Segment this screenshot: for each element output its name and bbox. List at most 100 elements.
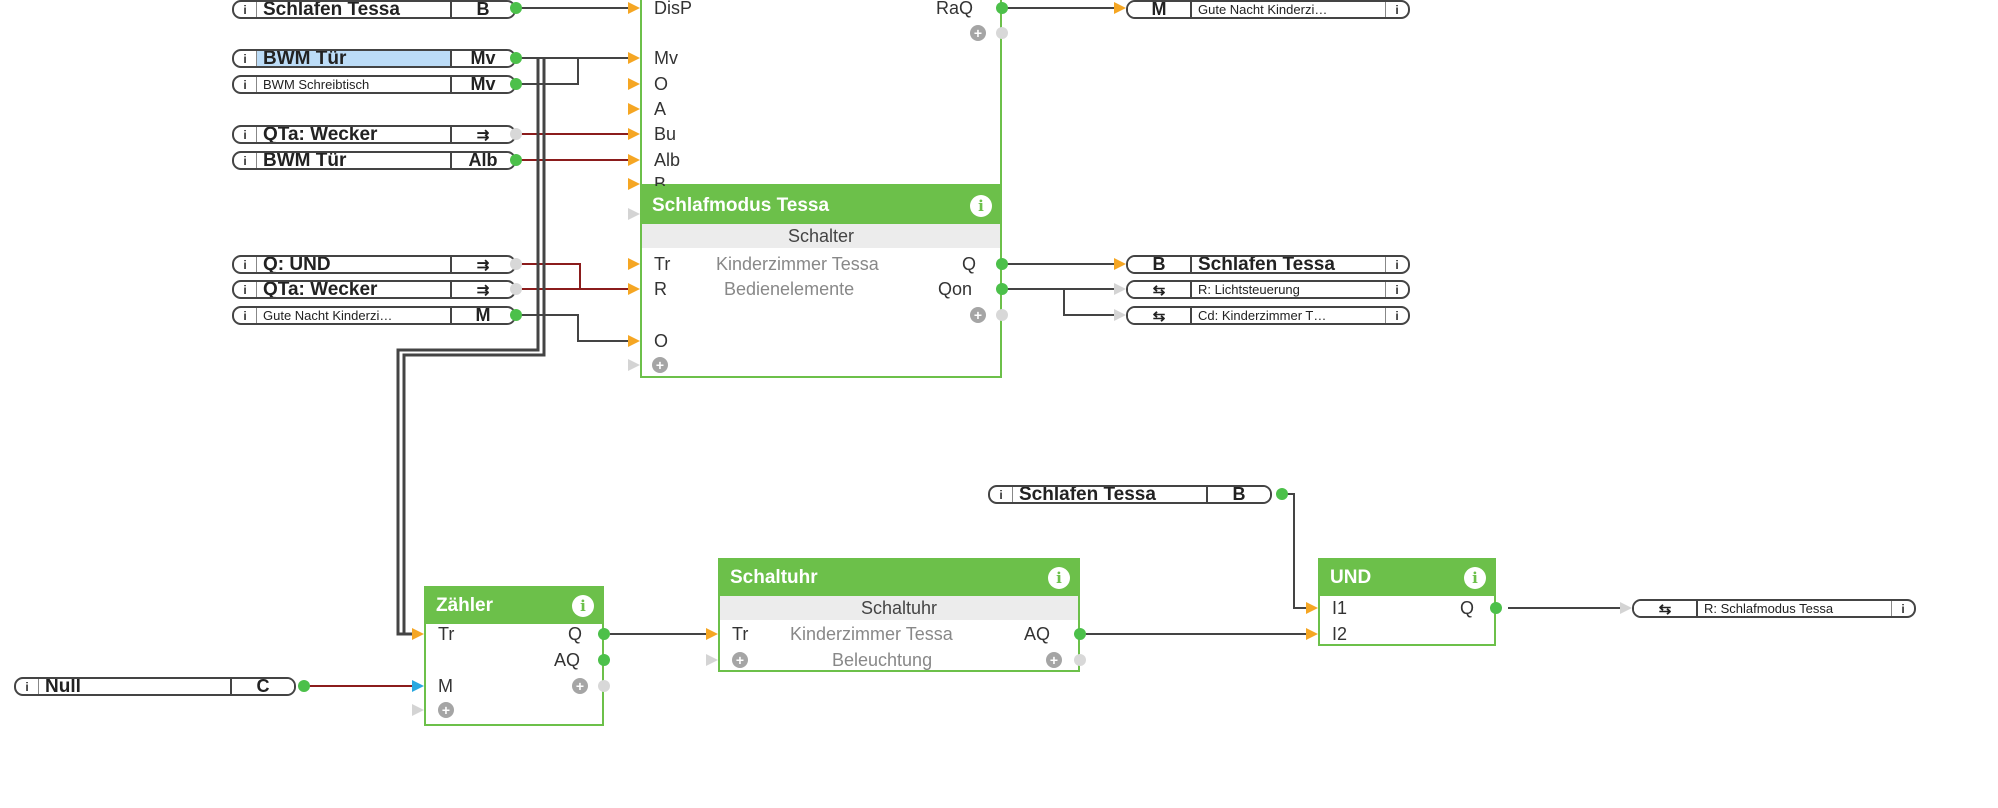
output-pin[interactable]	[510, 309, 522, 321]
block-description: Kinderzimmer Tessa	[716, 254, 879, 274]
schaltuhr-block[interactable]: Schaltuhr i Schaltuhr	[718, 558, 1080, 672]
connector-type: M	[1128, 2, 1192, 17]
block-description: Bedienelemente	[724, 279, 855, 299]
info-icon[interactable]: i	[234, 153, 256, 168]
connector-type: Alb	[450, 153, 514, 168]
block-description: Beleuchtung	[832, 650, 933, 670]
wire	[514, 263, 581, 289]
info-icon[interactable]: i	[1385, 282, 1408, 297]
info-icon[interactable]: i	[234, 77, 256, 92]
add-output-icon[interactable]: +	[970, 25, 986, 41]
output-pin[interactable]	[298, 680, 310, 692]
output-pin[interactable]	[996, 309, 1008, 321]
output-pin[interactable]	[996, 283, 1008, 295]
connector-type: B	[1128, 257, 1192, 272]
connector-label: BWM Tür	[256, 51, 450, 66]
output-pin[interactable]	[598, 680, 610, 692]
block-header[interactable]: Schlafmodus Tessa i	[642, 188, 1000, 224]
output-connector[interactable]: ⇆ Cd: Kinderzimmer T… i	[1126, 306, 1410, 325]
output-pin[interactable]	[510, 2, 522, 14]
info-glyph: i	[243, 77, 247, 92]
output-pin[interactable]	[1074, 628, 1086, 640]
output-pin[interactable]	[1490, 602, 1502, 614]
info-icon[interactable]: i	[1464, 567, 1486, 589]
export-icon: ⇉	[450, 257, 514, 272]
plus-glyph: +	[575, 678, 585, 694]
input-connector[interactable]: i Null C	[14, 677, 296, 696]
output-pin[interactable]	[996, 258, 1008, 270]
output-connector[interactable]: ⇆ R: Schlafmodus Tessa i	[1632, 599, 1916, 618]
add-output-icon[interactable]: +	[572, 678, 588, 694]
pin-label: Bu	[654, 124, 677, 144]
info-icon[interactable]: i	[1385, 2, 1408, 17]
info-icon[interactable]: i	[16, 679, 38, 694]
add-output-icon[interactable]: +	[970, 307, 986, 323]
input-connector[interactable]: i BWM Tür Mv	[232, 49, 516, 68]
output-pin[interactable]	[598, 654, 610, 666]
info-glyph: i	[1395, 308, 1399, 323]
input-connector[interactable]: i Schlafen Tessa B	[232, 0, 516, 19]
top-block[interactable]	[640, 0, 1002, 186]
pin-label: RaQ	[936, 0, 974, 18]
pin-label: DisP	[654, 0, 693, 18]
output-pin[interactable]	[1276, 488, 1288, 500]
add-input-icon[interactable]: +	[438, 702, 454, 718]
input-connector[interactable]: i BWM Tür Alb	[232, 151, 516, 170]
add-input-icon[interactable]: +	[732, 652, 748, 668]
schlafmodus-block[interactable]: Schlafmodus Tessa i Schalter	[640, 186, 1002, 378]
plus-glyph: +	[973, 25, 983, 41]
add-output-icon[interactable]: +	[1046, 652, 1062, 668]
und-block[interactable]: UND i	[1318, 558, 1496, 646]
output-pin[interactable]	[510, 128, 522, 140]
output-pin[interactable]	[510, 283, 522, 295]
output-pin[interactable]	[510, 78, 522, 90]
add-input-icon[interactable]: +	[652, 357, 668, 373]
info-glyph: i	[243, 257, 247, 272]
info-icon[interactable]: i	[990, 487, 1012, 502]
pin-label: AQ	[1024, 624, 1051, 644]
output-connector[interactable]: M Gute Nacht Kinderzi… i	[1126, 0, 1410, 19]
info-glyph: i	[1395, 257, 1399, 272]
plus-glyph: +	[735, 652, 745, 668]
info-icon[interactable]: i	[1385, 308, 1408, 323]
input-connector[interactable]: i Q: UND ⇉	[232, 255, 516, 274]
output-connector[interactable]: ⇆ R: Lichtsteuerung i	[1126, 280, 1410, 299]
block-header[interactable]: Schaltuhr i	[720, 560, 1078, 596]
pin-label: I2	[1332, 624, 1348, 644]
output-pin[interactable]	[996, 2, 1008, 14]
block-header[interactable]: UND i	[1320, 560, 1494, 596]
connector-label: BWM Tür	[256, 153, 450, 168]
info-icon[interactable]: i	[1385, 257, 1408, 272]
input-connector[interactable]: i Schlafen Tessa B	[988, 485, 1272, 504]
output-pin[interactable]	[1074, 654, 1086, 666]
input-connector[interactable]: i Gute Nacht Kinderzi… M	[232, 306, 516, 325]
info-icon[interactable]: i	[234, 282, 256, 297]
wire	[1063, 289, 1120, 316]
info-icon[interactable]: i	[234, 127, 256, 142]
output-pin[interactable]	[510, 154, 522, 166]
pin-label: Mv	[654, 48, 678, 68]
pin-label: Tr	[654, 254, 671, 274]
output-pin[interactable]	[996, 27, 1008, 39]
info-icon[interactable]: i	[234, 257, 256, 272]
input-connector[interactable]: i BWM Schreibtisch Mv	[232, 75, 516, 94]
export-icon: ⇉	[450, 282, 514, 297]
output-pin[interactable]	[510, 52, 522, 64]
output-connector[interactable]: B Schlafen Tessa i	[1126, 255, 1410, 274]
info-icon[interactable]: i	[234, 308, 256, 323]
output-pin[interactable]	[598, 628, 610, 640]
input-connector[interactable]: i QTa: Wecker ⇉	[232, 125, 516, 144]
info-icon[interactable]: i	[1891, 601, 1914, 616]
info-icon[interactable]: i	[970, 195, 992, 217]
info-icon[interactable]: i	[572, 595, 594, 617]
block-header[interactable]: Zähler i	[426, 588, 602, 624]
zaehler-block[interactable]: Zähler i	[424, 586, 604, 726]
input-connector[interactable]: i QTa: Wecker ⇉	[232, 280, 516, 299]
info-glyph: i	[243, 153, 247, 168]
info-icon[interactable]: i	[234, 2, 256, 17]
connector-label: Null	[38, 679, 230, 694]
info-icon[interactable]: i	[1048, 567, 1070, 589]
info-icon[interactable]: i	[234, 51, 256, 66]
info-glyph: i	[580, 597, 586, 615]
output-pin[interactable]	[510, 258, 522, 270]
